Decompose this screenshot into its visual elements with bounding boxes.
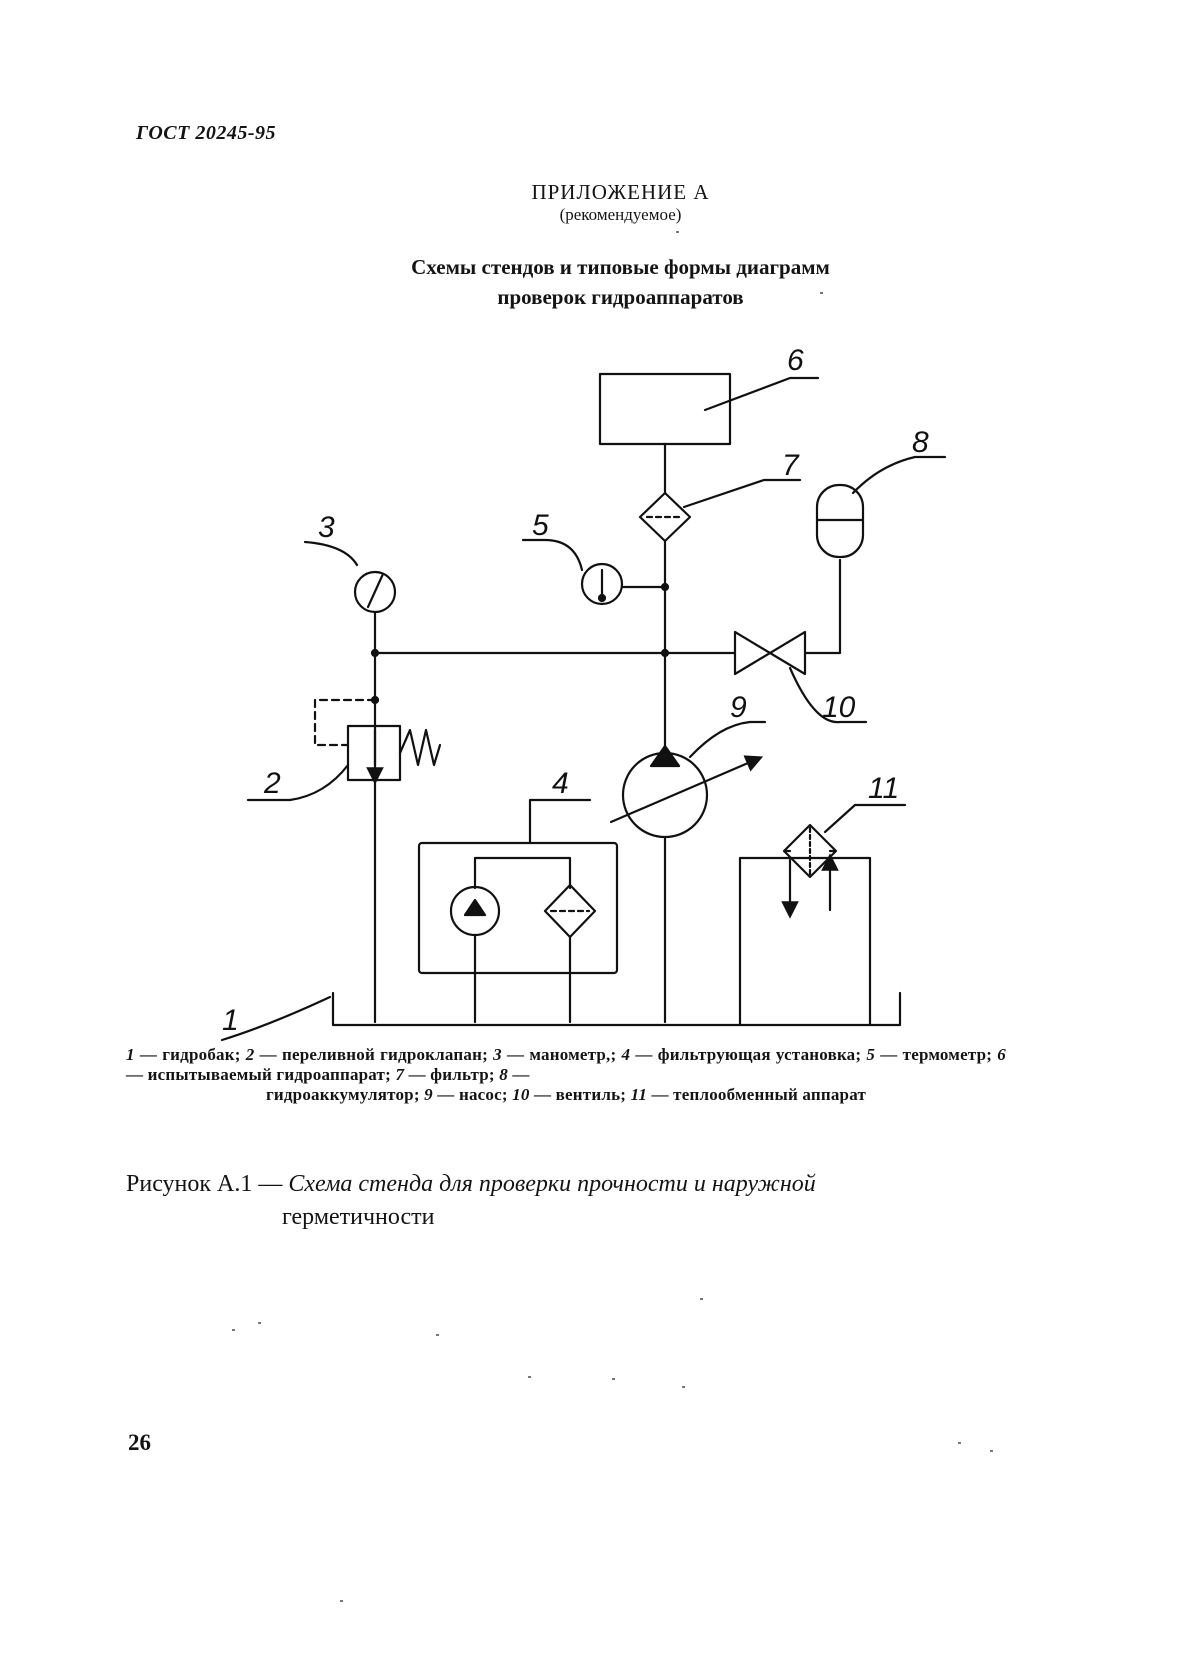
legend-last-line: гидроаккумулятор; 9 — насос; 10 — вентил…	[265, 1085, 867, 1104]
hydraulic-tank	[331, 991, 902, 1027]
legend: 1 — гидробак; 2 — переливной гидроклапан…	[126, 1045, 1006, 1104]
appendix-subtitle: (рекомендуемое)	[559, 205, 682, 224]
label-1: 1	[222, 1004, 239, 1037]
label-5: 5	[532, 509, 549, 542]
caption-label: Рисунок А.1	[126, 1171, 253, 1197]
document-code: ГОСТ 20245-95	[136, 122, 276, 144]
caption-text-line1: Схема стенда для проверки прочности и на…	[288, 1171, 816, 1197]
figure-caption: Рисунок А.1 — Схема стенда для проверки …	[126, 1168, 1026, 1234]
caption-dash: —	[258, 1171, 283, 1197]
label-3: 3	[318, 511, 335, 544]
thermometer-5	[580, 562, 624, 606]
section-title-line2: проверок гидроаппаратов	[497, 285, 744, 309]
label-9: 9	[730, 691, 747, 724]
page-number: 26	[128, 1430, 151, 1455]
label-2: 2	[263, 767, 281, 800]
filtration-unit-4	[417, 841, 619, 975]
label-11: 11	[868, 772, 899, 805]
label-7: 7	[782, 449, 800, 482]
label-4: 4	[552, 767, 569, 800]
label-10: 10	[822, 691, 856, 724]
valve-10	[733, 630, 807, 676]
label-8: 8	[912, 426, 929, 459]
caption-text-line2: герметичности	[282, 1204, 435, 1230]
appendix-title: ПРИЛОЖЕНИЕ А	[531, 180, 710, 204]
heat-exchanger-11	[738, 856, 872, 1027]
hydraulic-test-bench-diagram: 6 7 8 3 5 9 10 2 4 11 1	[220, 344, 947, 1042]
section-title-line1: Схемы стендов и типовые формы диаграмм	[411, 255, 830, 279]
label-6: 6	[787, 344, 804, 377]
section-title: Схемы стендов и типовые формы диаграмм п…	[0, 252, 1201, 312]
